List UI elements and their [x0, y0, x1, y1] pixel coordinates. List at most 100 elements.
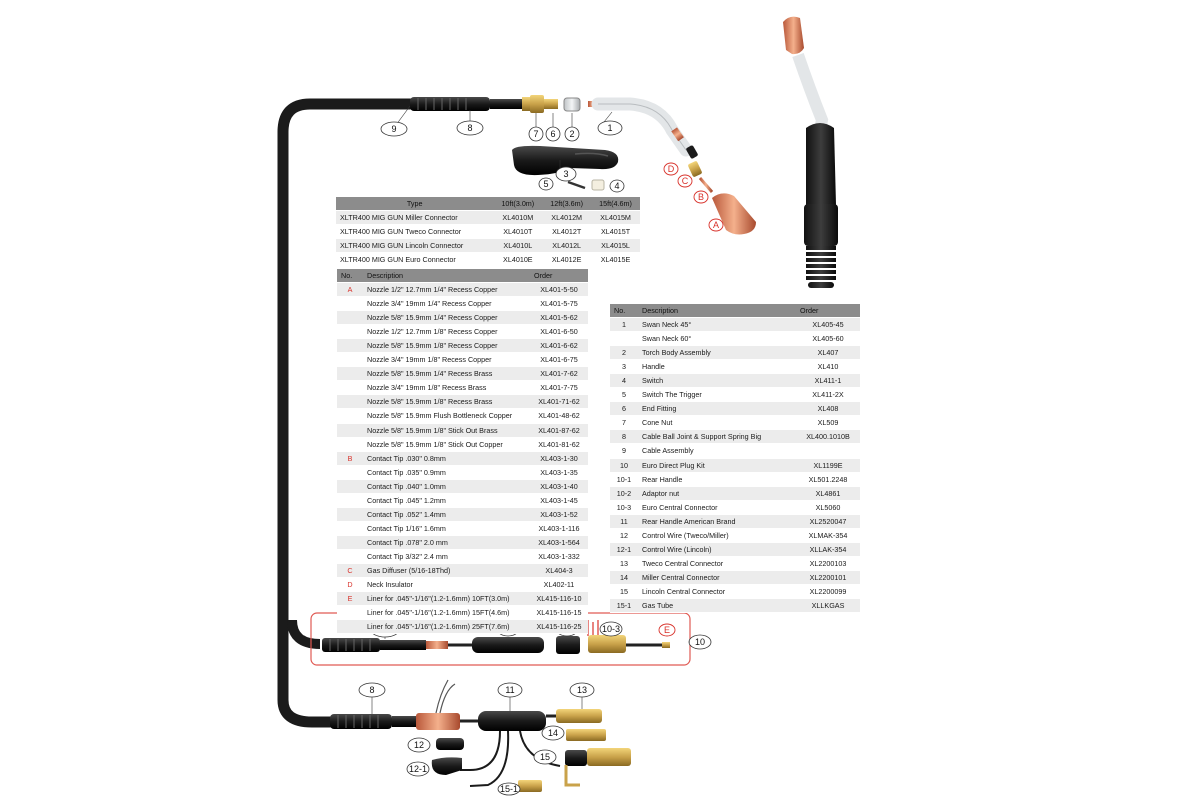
handle-part [512, 145, 619, 176]
part-number [337, 338, 363, 354]
part-number: 10-3 [610, 500, 638, 515]
table-row: Swan Neck 60°XL405-60 [610, 331, 860, 347]
order-code: XLLKGAS [796, 598, 860, 614]
part-number: 1 [610, 317, 638, 333]
callout-15: 15 [540, 752, 550, 762]
table-row: Liner for .045"-1/16"(1.2-1.6mm) 25FT(7.… [337, 619, 588, 635]
parts-table-header: No. Description Order [337, 269, 588, 284]
part-description: Contact Tip .030" 0.8mm [363, 451, 530, 466]
part-number: 6 [610, 401, 638, 417]
model-code: XL4015T [591, 224, 640, 240]
callout-10: 10 [695, 637, 705, 647]
part-description: Nozzle 5/8" 15.9mm 1/8" Recess Copper [363, 338, 530, 354]
switch-parts [567, 179, 605, 191]
part-description: Handle [638, 359, 796, 375]
order-code: XL4861 [796, 486, 860, 501]
part-number [337, 324, 363, 340]
part-description: End Fitting [638, 401, 796, 417]
euro-plug-kit [310, 612, 691, 666]
part-description: Contact Tip 3/32" 2.4 mm [363, 549, 530, 564]
table-row: Nozzle 5/8" 15.9mm 1/8" Stick Out Copper… [337, 437, 588, 452]
order-code: XL401-6-62 [530, 338, 588, 354]
top-cable-spring-and-fittings [410, 95, 693, 157]
part-description: Nozzle 1/2" 12.7mm 1/4" Recess Copper [363, 282, 530, 298]
order-code: XL2200101 [796, 570, 860, 585]
part-number: 11 [610, 514, 638, 529]
part-description: Contact Tip .035" 0.9mm [363, 465, 530, 480]
header-10ft: 10ft(3.0m) [493, 197, 543, 212]
model-code: XL4012M [542, 210, 592, 226]
order-code: XL401-5-50 [530, 282, 588, 298]
header-no: No. [337, 269, 363, 284]
part-number [337, 437, 363, 452]
part-description: Contact Tip .045" 1.2mm [363, 493, 530, 508]
part-number: 15-1 [610, 598, 638, 614]
part-number: 2 [610, 345, 638, 361]
order-code: XL415-116-25 [530, 619, 588, 635]
callout-13: 13 [577, 685, 587, 695]
order-code: XL5060 [796, 500, 860, 515]
order-code: XL2200099 [796, 584, 860, 599]
order-code: XL403-1-35 [530, 465, 588, 480]
callout-7: 7 [533, 129, 538, 139]
order-code: XL401-48-62 [530, 408, 588, 424]
part-description: Lincoln Central Connector [638, 584, 796, 599]
part-number [337, 465, 363, 480]
header-description: Description [638, 304, 796, 319]
part-number: 4 [610, 373, 638, 389]
order-code: XL403-1-116 [530, 521, 588, 536]
part-description: Torch Body Assembly [638, 345, 796, 361]
part-description: Cable Ball Joint & Support Spring Big [638, 429, 796, 445]
part-number: 8 [610, 429, 638, 445]
part-description: Control Wire (Lincoln) [638, 542, 796, 557]
order-code: XL415-116-10 [530, 591, 588, 607]
assembled-torch [783, 16, 838, 288]
part-description: Nozzle 3/4" 19mm 1/4" Recess Copper [363, 296, 530, 312]
header-description: Description [363, 269, 530, 284]
model-type: XLTR400 MIG GUN Lincoln Connector [336, 238, 494, 254]
header-12ft: 12ft(3.6m) [542, 197, 592, 212]
order-code: XL403-1-40 [530, 479, 588, 494]
order-code: XL403-1-45 [530, 493, 588, 508]
cable-assembly [277, 98, 416, 728]
model-code: XL4010L [493, 238, 543, 254]
part-number [337, 423, 363, 438]
callout-12-1: 12-1 [409, 764, 427, 774]
callout-10-3: 10-3 [602, 624, 620, 634]
part-number: 13 [610, 556, 638, 571]
callout-15-1: 15-1 [500, 784, 518, 794]
header-order: Order [530, 269, 588, 284]
part-number [337, 605, 363, 621]
part-description: Switch [638, 373, 796, 389]
callout-2: 2 [569, 129, 574, 139]
part-number: 9 [610, 443, 638, 459]
part-description: Nozzle 5/8" 15.9mm 1/4" Recess Copper [363, 310, 530, 326]
part-description: Contact Tip 1/16" 1.6mm [363, 521, 530, 536]
order-code: XL2200103 [796, 556, 860, 571]
model-code: XL4010T [493, 224, 543, 240]
part-number [610, 331, 638, 347]
model-code: XL4012E [542, 252, 592, 268]
part-number: B [337, 451, 363, 466]
part-description: Control Wire (Tweco/Miller) [638, 528, 796, 543]
part-number [337, 479, 363, 494]
part-description: Gas Tube [638, 598, 796, 614]
